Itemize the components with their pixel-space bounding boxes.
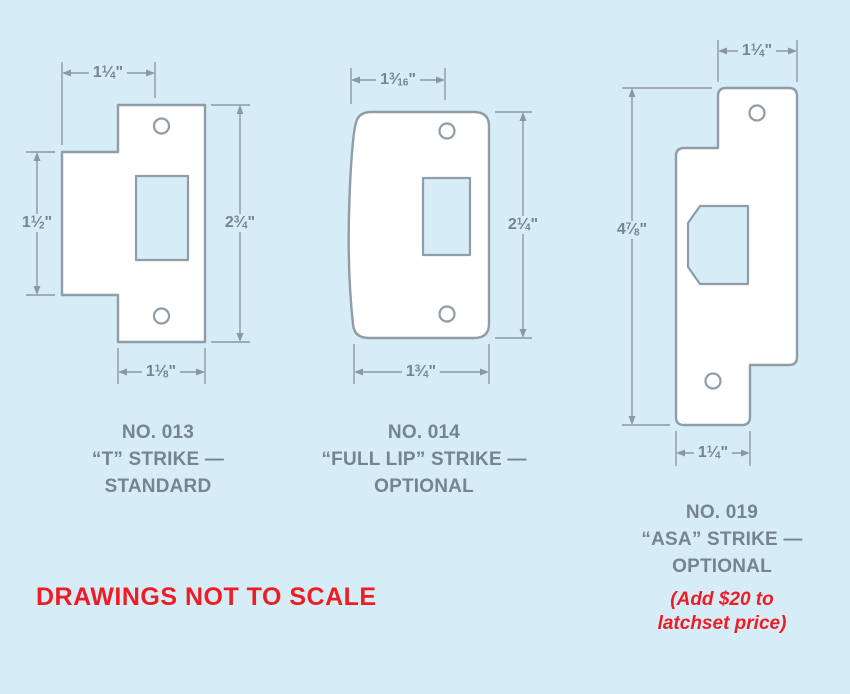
screw-hole-top <box>438 122 456 140</box>
arrowhead <box>628 88 636 97</box>
arrowhead <box>236 105 244 114</box>
dim-label-013-right: 23⁄4" <box>220 214 260 232</box>
price-note-line: (Add $20 to <box>670 589 774 610</box>
dim-label-014-right: 21⁄4" <box>503 216 543 234</box>
t-strike-plate-outline <box>60 103 207 344</box>
dim-label-014-top: 13⁄16" <box>376 71 420 89</box>
arrowhead <box>146 69 155 77</box>
figure-title: “FULL LIP” STRIKE — <box>321 448 527 470</box>
dim-label-019-top: 11⁄4" <box>737 42 777 60</box>
dim-label-019-left: 47⁄8" <box>612 221 652 239</box>
arrowhead <box>33 286 41 295</box>
screw-hole-top <box>152 117 171 135</box>
dim-label-019-bottom: 11⁄4" <box>693 444 733 462</box>
screw-hole-bottom <box>704 372 722 390</box>
arrowhead <box>519 329 527 338</box>
dim-label-013-bottom: 11⁄8" <box>141 363 181 381</box>
arrowhead <box>62 69 71 77</box>
arrowhead <box>519 112 527 121</box>
arrowhead <box>354 368 363 376</box>
arrowhead <box>480 368 489 376</box>
figure-013-caption: NO. 013 “T” STRIKE — STANDARD <box>92 420 224 501</box>
dim-label-013-left: 11⁄2" <box>17 214 57 232</box>
arrowhead <box>628 416 636 425</box>
figure-number: NO. 014 <box>387 422 461 443</box>
screw-hole-top <box>748 104 766 122</box>
figure-014-drawing <box>347 68 532 384</box>
figure-019-caption: NO. 019 “ASA” STRIKE — OPTIONAL <box>641 500 802 581</box>
figure-number: NO. 013 <box>121 422 195 443</box>
figure-013-drawing <box>26 62 250 384</box>
arrowhead <box>236 333 244 342</box>
arrowhead <box>351 76 360 84</box>
figure-title: “ASA” STRIKE — <box>641 528 803 550</box>
arrowhead <box>196 368 205 376</box>
arrowhead <box>788 47 797 55</box>
figure-subtitle: OPTIONAL <box>672 555 772 577</box>
figure-019-drawing <box>622 40 799 466</box>
screw-hole-bottom <box>438 305 456 323</box>
arrowhead <box>436 76 445 84</box>
arrowhead <box>718 47 727 55</box>
arrowhead <box>33 152 41 161</box>
arrowhead <box>118 368 127 376</box>
figure-title: “T” STRIKE — <box>91 448 225 470</box>
figure-subtitle: STANDARD <box>104 475 212 497</box>
arrowhead <box>741 449 750 457</box>
dim-label-013-top: 11⁄4" <box>88 64 128 82</box>
figure-014-caption: NO. 014 “FULL LIP” STRIKE — OPTIONAL <box>321 420 526 501</box>
not-to-scale-note: DRAWINGS NOT TO SCALE <box>36 583 377 611</box>
latch-cutout <box>134 174 190 262</box>
screw-hole-bottom <box>152 307 171 325</box>
full-lip-strike-plate-outline <box>347 110 491 340</box>
latch-cutout <box>686 204 750 286</box>
price-note: (Add $20 to latchset price) <box>658 588 787 636</box>
dimension-overall-height <box>622 87 712 426</box>
dim-label-014-bottom: 13⁄4" <box>401 363 441 381</box>
figure-number: NO. 019 <box>685 502 759 523</box>
price-note-line: latchset price) <box>657 612 787 634</box>
arrowhead <box>676 449 685 457</box>
latch-cutout <box>421 176 472 257</box>
figure-subtitle: OPTIONAL <box>374 475 474 497</box>
